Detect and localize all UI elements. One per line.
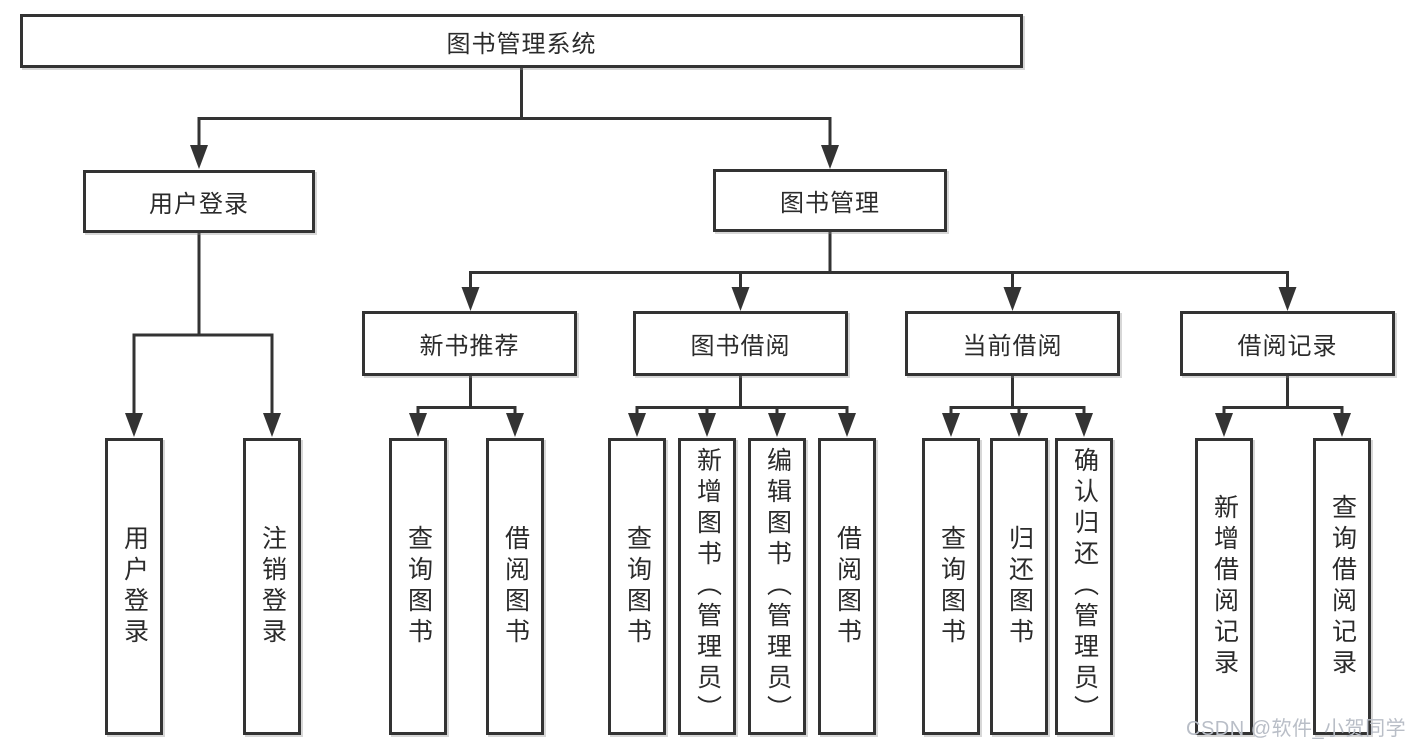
node-book-management: 图书管理: [713, 169, 947, 232]
node-user-login: 用户登录: [83, 170, 315, 233]
csdn-watermark: CSDN @软件_小贺同学: [1186, 718, 1405, 740]
leaf-user-login: 用户登录: [105, 438, 163, 735]
node-borrowing-records: 借阅记录: [1180, 311, 1395, 376]
connector-root: [190, 68, 839, 169]
leaf-borrow-books-recommendation: 借阅图书: [486, 438, 544, 735]
node-current-borrowing: 当前借阅: [905, 311, 1120, 376]
connector-borrowing-records: [1215, 376, 1351, 437]
leaf-borrow-books: 借阅图书: [818, 438, 876, 735]
leaf-logout: 注销登录: [243, 438, 301, 735]
leaf-query-borrow-record: 查询借阅记录: [1313, 438, 1371, 735]
leaf-query-books-current: 查询图书: [922, 438, 980, 735]
leaf-confirm-return-admin: 确认归还（管理员）: [1055, 438, 1113, 735]
leaf-add-books-admin: 新增图书（管理员）: [678, 438, 736, 735]
connector-book-management: [461, 232, 1297, 311]
leaf-query-books-borrowing: 查询图书: [608, 438, 666, 735]
connector-user-login: [125, 233, 281, 437]
connector-current-borrowing: [942, 376, 1093, 437]
leaf-query-books-recommendation: 查询图书: [389, 438, 447, 735]
leaf-edit-books-admin: 编辑图书（管理员）: [748, 438, 806, 735]
node-book-borrowing: 图书借阅: [633, 311, 848, 376]
connector-new-book-recommendation: [409, 376, 524, 437]
leaf-return-books: 归还图书: [990, 438, 1048, 735]
leaf-add-borrow-record: 新增借阅记录: [1195, 438, 1253, 735]
connector-book-borrowing: [628, 376, 856, 437]
node-library-management-system: 图书管理系统: [20, 14, 1023, 68]
node-new-book-recommendation: 新书推荐: [362, 311, 577, 376]
